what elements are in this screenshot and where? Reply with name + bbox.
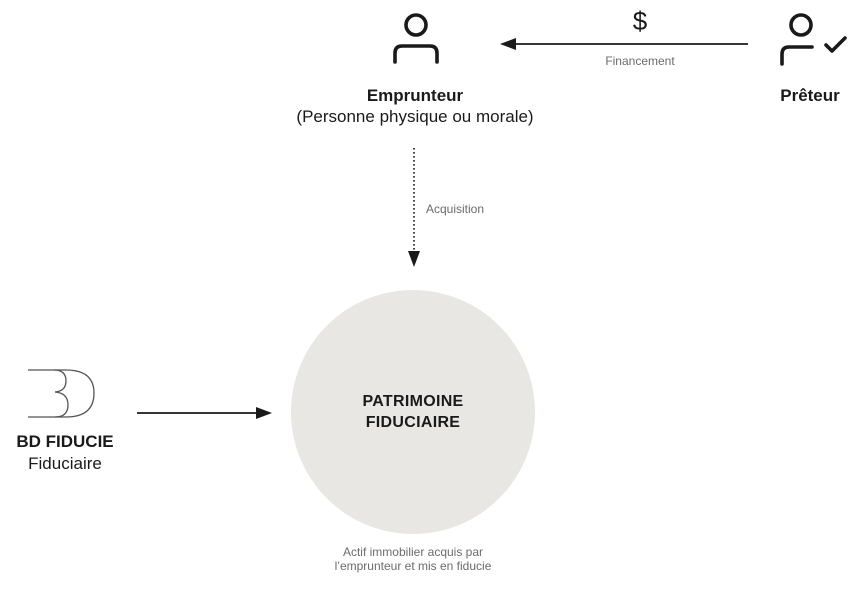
financing-label: Financement [605,54,675,68]
bd-logo-icon [28,369,95,418]
trustee-role: Fiduciaire [28,454,102,473]
trust-asset-description: Actif immobilier acquis par l’emprunteur… [334,545,492,573]
acquisition-arrow [408,148,420,267]
borrower-title: Emprunteur [366,86,464,105]
acquisition-label: Acquisition [426,202,485,216]
trustee-name: BD FIDUCIE [16,432,114,451]
person-icon [393,13,439,64]
trustee-arrow [137,407,272,419]
trust-asset-circle [291,290,535,534]
trust-asset-title: PATRIMOINE FIDUCIAIRE [362,393,464,431]
dollar-sign: $ [632,6,648,36]
lender-title: Prêteur [780,86,840,105]
borrower-subtitle: (Personne physique ou morale) [296,107,534,126]
person-check-icon [780,13,847,66]
financing-arrow [500,38,748,50]
